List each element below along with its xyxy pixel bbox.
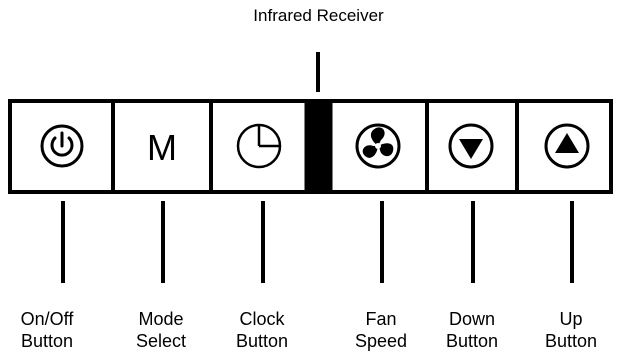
up-arrow-icon[interactable]: [544, 123, 590, 169]
infrared-receiver-label: Infrared Receiver: [253, 6, 384, 25]
fan-icon[interactable]: [355, 123, 401, 169]
power-icon[interactable]: [40, 124, 84, 168]
infrared-receiver-window: [306, 101, 331, 192]
down-arrow-icon[interactable]: [448, 123, 494, 169]
clock-icon[interactable]: [236, 123, 282, 169]
letter-m-icon[interactable]: M: [147, 127, 177, 168]
